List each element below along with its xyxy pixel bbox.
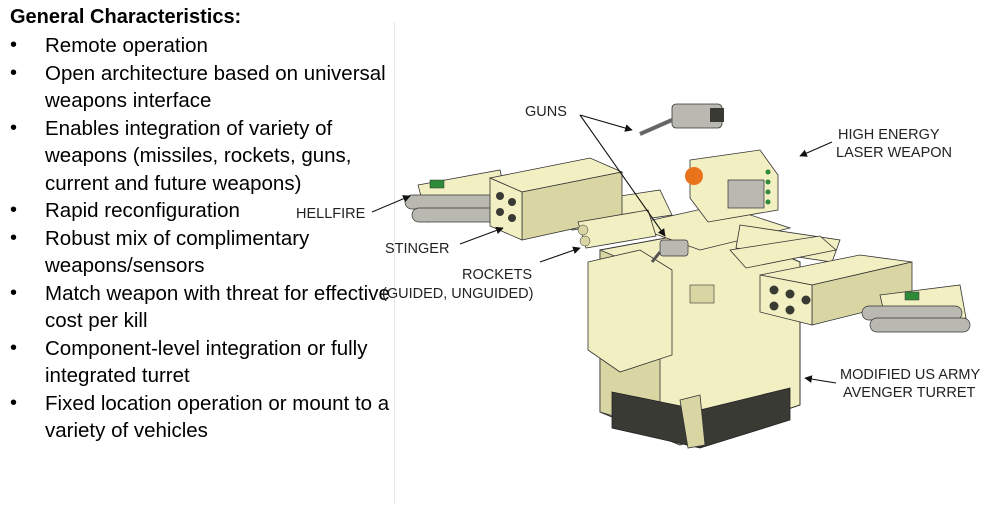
laser-indicator-light [765, 189, 771, 195]
turret-front-panel [587, 249, 673, 373]
laser-weapon-label-line1: HIGH ENERGY [838, 127, 940, 143]
rocket-tube [769, 285, 779, 295]
turret-bracket [679, 394, 706, 449]
stinger-label: STINGER [385, 241, 450, 257]
laser-weapon [685, 149, 779, 223]
guns-arrow-upper [579, 114, 633, 132]
list-item: Remote operation [10, 32, 400, 60]
stinger-arrow [459, 226, 504, 245]
hellfire-sensor-left [429, 179, 445, 189]
laser-aperture [685, 167, 703, 185]
laser-indicator-light [765, 169, 771, 175]
rocket-tube [785, 305, 795, 315]
center-gun [650, 239, 689, 263]
avenger-label-line2: AVENGER TURRET [843, 385, 976, 401]
rocket-tube [496, 192, 504, 200]
rocket-tube [769, 301, 779, 311]
rockets-label-line2: (GUIDED, UNGUIDED) [382, 286, 534, 302]
rocket-pod-right [759, 254, 913, 326]
rocket-tube [496, 208, 504, 216]
laser-indicator-light [765, 199, 771, 205]
section-heading: General Characteristics: [10, 6, 242, 28]
center-gun-barrel [650, 251, 662, 263]
list-item: Robust mix of complimentary weapons/sens… [10, 225, 400, 280]
hellfire-launcher-right [861, 284, 971, 333]
turret-hatch [689, 284, 715, 304]
avenger-arrow [804, 375, 837, 384]
gun-barrel [639, 118, 673, 136]
rocket-tube [801, 295, 811, 305]
characteristics-panel: General Characteristics: Remote operatio… [10, 4, 400, 445]
hellfire-sensor-right [904, 291, 920, 301]
stinger-tube-end [577, 224, 589, 236]
hellfire-missile-left-1 [404, 194, 501, 210]
center-gun-body [659, 239, 689, 257]
stinger-right-tubes [729, 235, 837, 269]
rockets-arrow [539, 246, 581, 263]
guns-label: GUNS [525, 104, 567, 120]
list-item: Rapid reconfiguration [10, 197, 400, 225]
list-item: Match weapon with threat for effective c… [10, 280, 400, 335]
hellfire-arrow [371, 195, 411, 213]
stinger-launcher-right [729, 235, 837, 269]
hellfire-label: HELLFIRE [296, 206, 366, 222]
laser-mount [727, 179, 765, 209]
guns-arrow-lower [579, 114, 666, 237]
panel-divider [394, 22, 395, 504]
gun-module [639, 103, 724, 136]
turret-base [587, 204, 801, 449]
gun-feed [710, 108, 724, 122]
characteristics-list: Remote operation Open architecture based… [10, 32, 400, 445]
rocket-tube [508, 214, 516, 222]
callout-arrows [371, 114, 837, 384]
hellfire-missile-right-2 [869, 317, 971, 333]
stinger-tube-end [579, 235, 591, 247]
list-item: Fixed location operation or mount to a v… [10, 390, 400, 445]
rockets-label-line1: ROCKETS [462, 267, 533, 283]
stinger-launcher [577, 209, 657, 249]
list-item: Open architecture based on universal wea… [10, 60, 400, 115]
laser-indicator-light [765, 179, 771, 185]
list-item: Enables integration of variety of weapon… [10, 115, 400, 198]
list-item: Component-level integration or fully int… [10, 335, 400, 390]
rocket-tube [508, 198, 516, 206]
laser-arrow [799, 141, 833, 157]
laser-weapon-label-line2: LASER WEAPON [836, 145, 953, 161]
rocket-tube [785, 289, 795, 299]
avenger-label-line1: MODIFIED US ARMY [840, 367, 981, 383]
